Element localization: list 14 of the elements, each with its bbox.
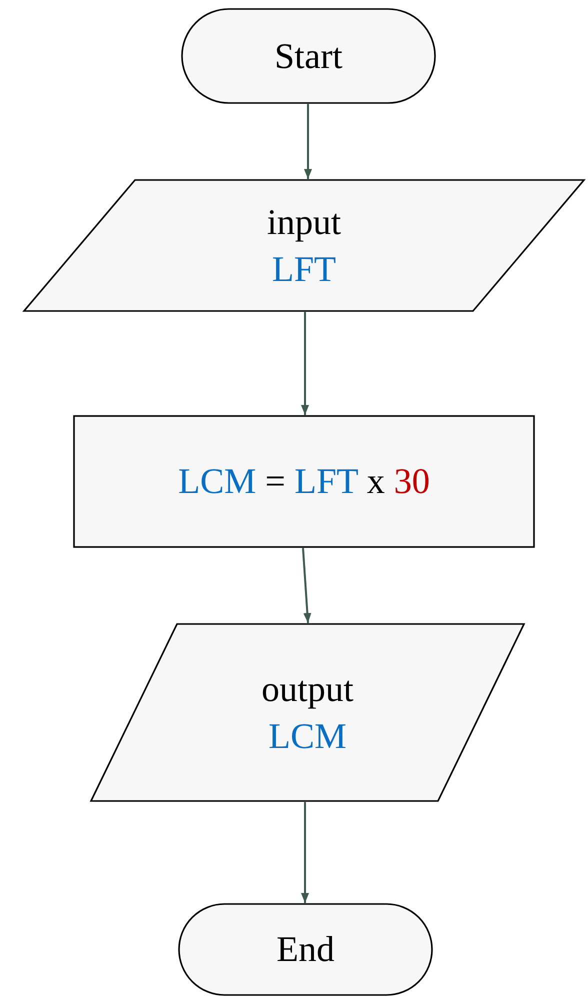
arrow — [302, 548, 312, 624]
arrow — [301, 312, 309, 415]
node-text: output — [261, 668, 354, 711]
node-text: End — [276, 928, 334, 972]
node-text: LCM — [268, 714, 346, 758]
input-parallelogram — [23, 179, 585, 312]
node-text: LCM = LFT x 30 — [178, 460, 430, 504]
output-parallelogram — [90, 623, 525, 802]
node-text: Start — [274, 34, 342, 78]
node-text: input — [266, 200, 341, 244]
arrow — [301, 802, 309, 903]
node-text: LFT — [272, 248, 336, 290]
arrow — [304, 104, 312, 179]
process-box — [73, 415, 535, 548]
